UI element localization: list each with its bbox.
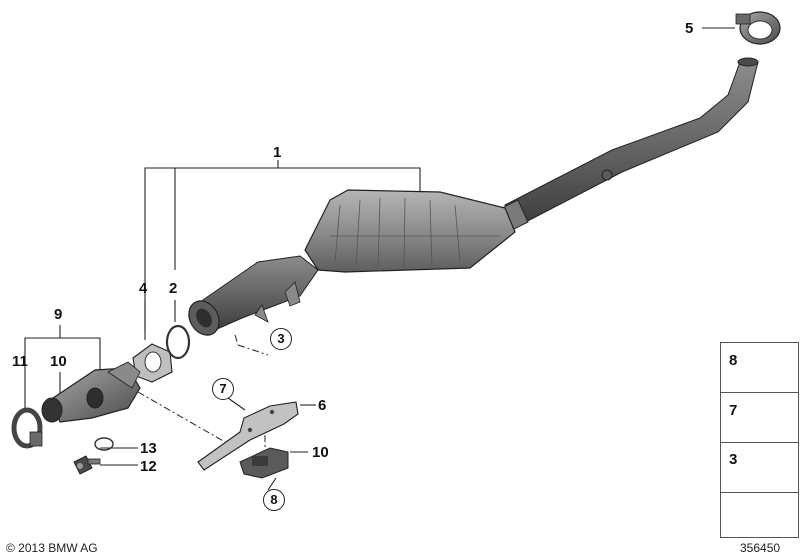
legend-item-arrow (720, 492, 799, 538)
circled-callout-8: 8 (263, 489, 285, 511)
callout-13: 13 (140, 440, 157, 457)
leader-lines (24, 27, 735, 491)
legend-item-nut: 8 (720, 342, 799, 394)
bracket-part-6 (197, 401, 299, 471)
diagram-number: 356450 (740, 541, 781, 555)
callout-9: 9 (54, 306, 63, 323)
circled-callout-3: 3 (270, 328, 292, 350)
front-pipe (199, 255, 319, 331)
catalytic-converter (304, 189, 516, 273)
clamp-part-5 (735, 11, 781, 45)
sensor-part-12 (73, 455, 101, 475)
callout-11: 11 (12, 353, 28, 370)
callout-1: 1 (273, 144, 282, 161)
circled-callout-7: 7 (212, 378, 234, 400)
mount-part-10 (239, 447, 289, 479)
callout-12: 12 (140, 458, 157, 475)
legend-label-8: 8 (729, 352, 738, 369)
tail-pipe (504, 61, 759, 226)
legend-item-bolt: 7 (720, 392, 799, 444)
clamp-part-11 (11, 407, 43, 449)
callout-10-left: 10 (50, 353, 67, 370)
callout-6: 6 (318, 397, 327, 414)
legend-label-3: 3 (729, 451, 738, 468)
exhaust-connector-part-9 (41, 361, 141, 423)
callout-5: 5 (685, 20, 694, 37)
callout-2: 2 (169, 280, 178, 297)
callout-4: 4 (139, 280, 148, 297)
legend-item-flange-nut: 3 (720, 442, 799, 494)
callout-10-right: 10 (312, 444, 329, 461)
seal-ring-part-2 (165, 324, 191, 360)
clamp-part-13 (94, 437, 114, 451)
copyright-text: © 2013 BMW AG (6, 541, 98, 555)
legend-label-7: 7 (729, 402, 738, 419)
gasket-part-4 (132, 343, 173, 383)
